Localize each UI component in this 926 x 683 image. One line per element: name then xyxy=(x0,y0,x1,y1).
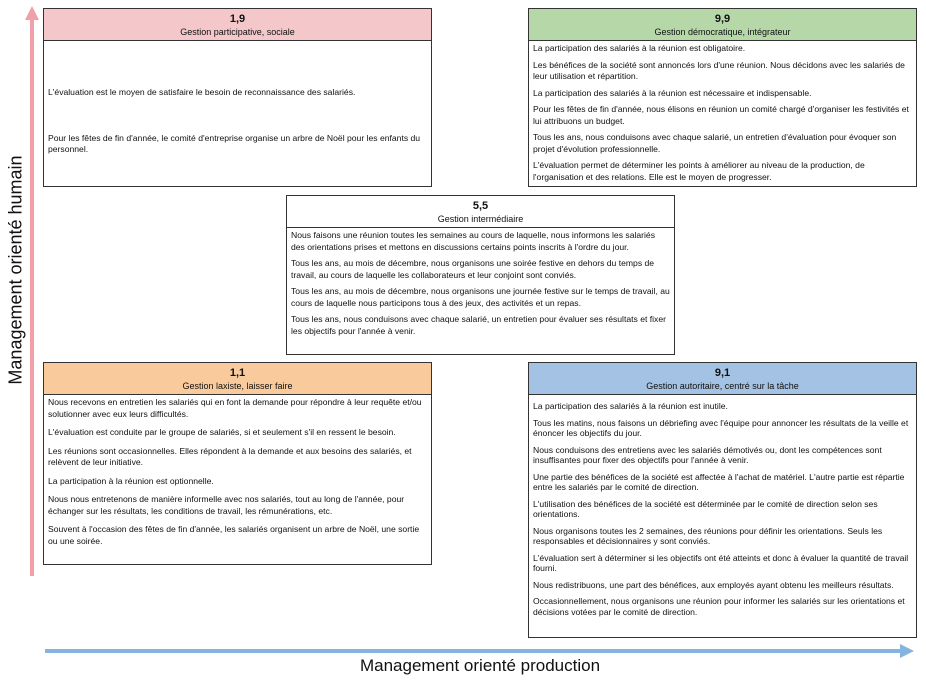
box-item: L'évaluation permet de déterminer les po… xyxy=(533,160,865,182)
box-body: La participation des salariés à la réuni… xyxy=(529,395,916,617)
box-header: 5,5 Gestion intermédiaire xyxy=(287,196,674,228)
box-item: La participation à la réunion est option… xyxy=(48,475,214,486)
box-item: Nous redistribuons, une part des bénéfic… xyxy=(533,579,894,590)
box-header: 1,1 Gestion laxiste, laisser faire xyxy=(44,363,431,395)
box-item: Tous les ans, au mois de décembre, nous … xyxy=(291,258,655,280)
box-title: Gestion participative, sociale xyxy=(180,27,295,37)
x-axis-arrow-head xyxy=(900,644,914,658)
box-code: 9,9 xyxy=(714,13,731,25)
box-header: 1,9 Gestion participative, sociale xyxy=(44,9,431,41)
box-item: Nous conduisons des entretiens avec les … xyxy=(533,444,882,466)
y-axis-arrow-line xyxy=(30,16,34,576)
box-item: Pour les fêtes de fin d'année, le comité… xyxy=(48,132,421,155)
box-body: La participation des salariés à la réuni… xyxy=(529,41,916,183)
box-item: Nous recevons en entretien les salariés … xyxy=(48,397,422,419)
box-title: Gestion laxiste, laisser faire xyxy=(182,381,293,391)
box-item: Occasionnellement, nous organisons une r… xyxy=(533,596,905,617)
box-code: 1,1 xyxy=(229,367,246,379)
box-title: Gestion démocratique, intégrateur xyxy=(654,27,791,37)
box-code: 5,5 xyxy=(472,200,489,212)
box-code: 9,1 xyxy=(714,367,731,379)
quadrant-box-1-9: 1,9 Gestion participative, sociale L'éva… xyxy=(43,8,432,187)
box-item: Tous les ans, nous conduisons avec chaqu… xyxy=(533,132,897,154)
y-axis-label: Management orienté humain xyxy=(5,155,26,385)
quadrant-box-1-1: 1,1 Gestion laxiste, laisser faire Nous … xyxy=(43,362,432,565)
box-title: Gestion intermédiaire xyxy=(437,214,524,224)
box-item: Les bénéfices de la société sont annoncé… xyxy=(533,59,905,82)
box-item: Une partie des bénéfices de la société e… xyxy=(533,471,905,493)
box-item: Tous les ans, nous conduisons avec chaqu… xyxy=(291,314,666,336)
x-axis-arrow-line xyxy=(45,649,903,653)
box-item: Nous organisons toutes les 2 semaines, d… xyxy=(533,525,883,547)
quadrant-box-9-1: 9,1 Gestion autoritaire, centré sur la t… xyxy=(528,362,917,638)
box-item: Tous les ans, au mois de décembre, nous … xyxy=(291,286,670,308)
box-item: L'évaluation est conduite par le groupe … xyxy=(48,427,396,437)
x-axis-label: Management orienté production xyxy=(359,656,601,675)
box-item: Pour les fêtes de fin d'année, nous élis… xyxy=(533,104,909,126)
box-item: La participation des salariés à la réuni… xyxy=(533,87,812,98)
quadrant-box-9-9: 9,9 Gestion démocratique, intégrateur La… xyxy=(528,8,917,187)
box-item: La participation des salariés à la réuni… xyxy=(533,401,728,411)
quadrant-box-5-5: 5,5 Gestion intermédiaire Nous faisons u… xyxy=(286,195,675,355)
box-header: 9,1 Gestion autoritaire, centré sur la t… xyxy=(529,363,916,395)
box-code: 1,9 xyxy=(229,13,246,25)
box-body: L'évaluation est le moyen de satisfaire … xyxy=(44,41,431,156)
box-header: 9,9 Gestion démocratique, intégrateur xyxy=(529,9,916,41)
box-item: La participation des salariés à la réuni… xyxy=(533,43,746,53)
box-title: Gestion autoritaire, centré sur la tâche xyxy=(646,381,799,391)
box-item: L'utilisation des bénéfices de la sociét… xyxy=(533,498,878,520)
box-item: Tous les matins, nous faisons un débrief… xyxy=(533,417,909,439)
box-item: L'évaluation est le moyen de satisfaire … xyxy=(48,87,356,97)
box-item: Souvent à l'occasion des fêtes de fin d'… xyxy=(48,524,420,546)
box-body: Nous faisons une réunion toutes les sema… xyxy=(287,228,674,337)
y-axis-arrow-head xyxy=(25,6,39,20)
box-body: Nous recevons en entretien les salariés … xyxy=(44,395,431,547)
box-item: Nous faisons une réunion toutes les sema… xyxy=(291,230,656,252)
box-item: Les réunions sont occasionnelles. Elles … xyxy=(48,445,412,468)
box-item: Nous nous entretenons de manière informe… xyxy=(48,494,405,516)
box-item: L'évaluation sert à déterminer si les ob… xyxy=(533,552,909,574)
